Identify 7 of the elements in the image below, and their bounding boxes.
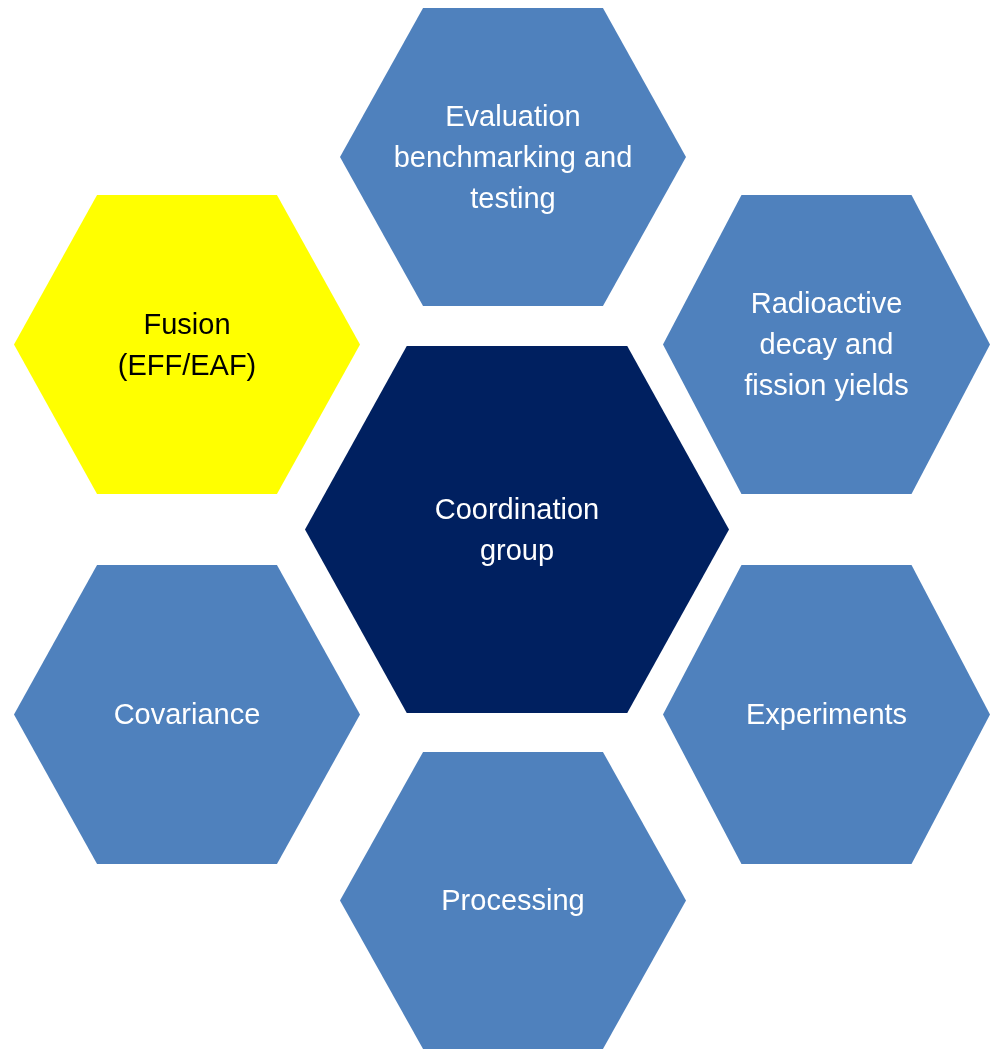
hexagon-label: Coordination group <box>433 491 601 568</box>
hexagon-label: Experiments <box>745 697 908 732</box>
hexagon-label: Evaluation benchmarking and testing <box>393 98 633 216</box>
hexagon-label: Covariance <box>113 697 261 732</box>
hexagon-label: Radioactive decay and fission yields <box>743 286 910 403</box>
hexagon-label: Processing <box>441 883 585 918</box>
hexagon-label: Fusion (EFF/EAF) <box>116 306 258 383</box>
